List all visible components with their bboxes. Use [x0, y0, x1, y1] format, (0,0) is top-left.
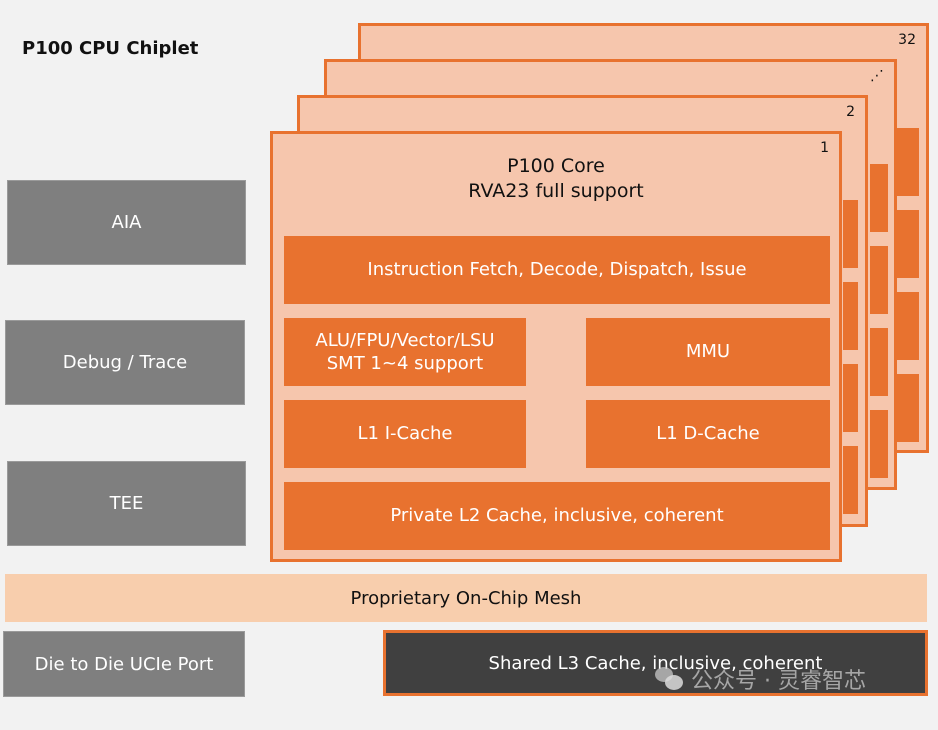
fetch-decode-block: Instruction Fetch, Decode, Dispatch, Iss…	[284, 236, 830, 304]
shared-l3-cache-block: Shared L3 Cache, inclusive, coherent	[383, 630, 928, 696]
l1-dcache-block: L1 D-Cache	[586, 400, 830, 468]
core-card-block	[870, 328, 888, 396]
core-index-label: 32	[898, 32, 916, 48]
core-card-block	[870, 410, 888, 478]
core-card-block	[897, 292, 919, 360]
core-card-block	[843, 364, 858, 432]
core-card-block	[897, 128, 919, 196]
watermark: 公众号 · 灵睿智芯	[655, 663, 866, 695]
debug-trace-block: Debug / Trace	[5, 320, 245, 405]
core-card-block	[843, 282, 858, 350]
aia-block: AIA	[7, 180, 246, 265]
core-index-label: 2	[846, 104, 855, 120]
core-index-label: ⋰	[870, 68, 884, 84]
core-card-block	[897, 210, 919, 278]
core-index-label: 1	[820, 140, 829, 156]
core-card-block	[843, 446, 858, 514]
smt-support-label: SMT 1~4 support	[326, 353, 484, 374]
execution-units-label: ALU/FPU/Vector/LSU	[315, 329, 495, 351]
mmu-block: MMU	[586, 318, 830, 386]
watermark-text: 公众号 · 灵睿智芯	[691, 669, 866, 694]
core-subtitle: RVA23 full support	[468, 179, 644, 202]
core-card-block	[897, 374, 919, 442]
core-card-1: 1 P100 Core RVA23 full support Instructi…	[270, 131, 842, 562]
wechat-icon	[655, 667, 685, 691]
core-name: P100 Core	[507, 155, 605, 177]
core-title: P100 Core RVA23 full support	[273, 154, 839, 203]
core-card-block	[870, 164, 888, 232]
tee-block: TEE	[7, 461, 246, 546]
execution-units-block: ALU/FPU/Vector/LSU SMT 1~4 support	[284, 318, 526, 386]
on-chip-mesh-bar: Proprietary On-Chip Mesh	[5, 574, 927, 622]
die-to-die-ucie-port-block: Die to Die UCIe Port	[3, 631, 245, 697]
core-card-block	[870, 246, 888, 314]
l2-cache-block: Private L2 Cache, inclusive, coherent	[284, 482, 830, 550]
l1-icache-block: L1 I-Cache	[284, 400, 526, 468]
core-card-block	[843, 200, 858, 268]
diagram-title: P100 CPU Chiplet	[22, 38, 199, 59]
